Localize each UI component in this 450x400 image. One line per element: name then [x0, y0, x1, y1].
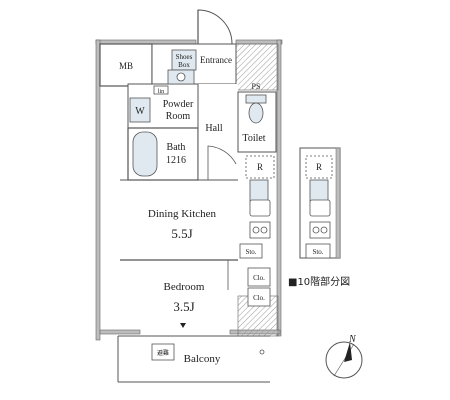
balcony: 避難 Balcony [117, 335, 270, 383]
dining-kitchen-label: Dining Kitchen [148, 208, 217, 220]
balcony-label: Balcony [184, 353, 221, 365]
closet-1 [247, 267, 271, 287]
partial-plan-caption: ■10階部分図 [288, 275, 350, 288]
kitchen-column: R Sto. [239, 155, 275, 259]
bedroom-window-marker [180, 323, 186, 328]
washer-label: W [135, 106, 145, 117]
kitchen-sink [249, 199, 271, 217]
linen-shelf [153, 85, 169, 95]
powder-room-label-2: Room [166, 111, 191, 122]
ps-toilet: PS Toilet [237, 82, 277, 153]
partial-sink [309, 199, 331, 217]
partial-stove [309, 221, 331, 239]
hall-door [207, 145, 237, 180]
entrance-label: Entrance [200, 55, 232, 65]
washer-space [129, 97, 151, 123]
partial-fridge-label: R [316, 162, 322, 172]
storage-label: Sto. [245, 248, 256, 256]
closet-1-label: Clo. [253, 274, 265, 282]
partial-plan: R Sto. ■10階部分図 [288, 147, 350, 288]
partial-storage-label: Sto. [312, 248, 323, 256]
powder-room-label: Powder [163, 99, 194, 110]
shoes-box-label: Shoes [176, 53, 193, 61]
bedroom: Bedroom 3.5J Clo. Clo. [120, 259, 271, 328]
linen-label: lin [158, 89, 164, 95]
bath-size-label: 1216 [166, 155, 186, 166]
powder-room: W lin Powder Room [127, 69, 199, 129]
hall: Hall [197, 84, 238, 180]
mb-room: MB [99, 43, 153, 87]
evacuation-hatch [151, 343, 175, 361]
wall-top-right [235, 39, 283, 45]
north-compass: N [325, 334, 363, 379]
stove [249, 221, 271, 239]
partial-storage [305, 243, 331, 259]
toilet-bowl [248, 102, 264, 124]
toilet-tank [245, 94, 267, 104]
storage-box [239, 243, 263, 259]
mb-label: MB [119, 61, 133, 71]
closet-2-label: Clo. [253, 294, 265, 302]
wall-right [276, 39, 282, 337]
bedroom-label: Bedroom [164, 281, 205, 293]
bath-label: Bath [167, 142, 186, 153]
toilet-label: Toilet [242, 133, 265, 144]
wall-left [95, 39, 101, 341]
ps-label: PS [252, 82, 261, 91]
evacuation-hatch-label: 避難 [157, 349, 169, 357]
bath-room: Bath 1216 [127, 127, 199, 181]
closet-2 [247, 287, 271, 307]
bathtub [132, 131, 158, 177]
entry-door [197, 9, 233, 45]
north-label: N [348, 334, 357, 345]
shoes-box-label-2: Box [178, 61, 190, 69]
dining-kitchen: Dining Kitchen 5.5J [120, 179, 238, 241]
hall-label: Hall [205, 123, 222, 134]
fridge-label: R [257, 162, 263, 172]
wall-bottom-left [99, 329, 141, 335]
dining-kitchen-size: 5.5J [171, 226, 192, 241]
bedroom-size: 3.5J [173, 299, 194, 314]
